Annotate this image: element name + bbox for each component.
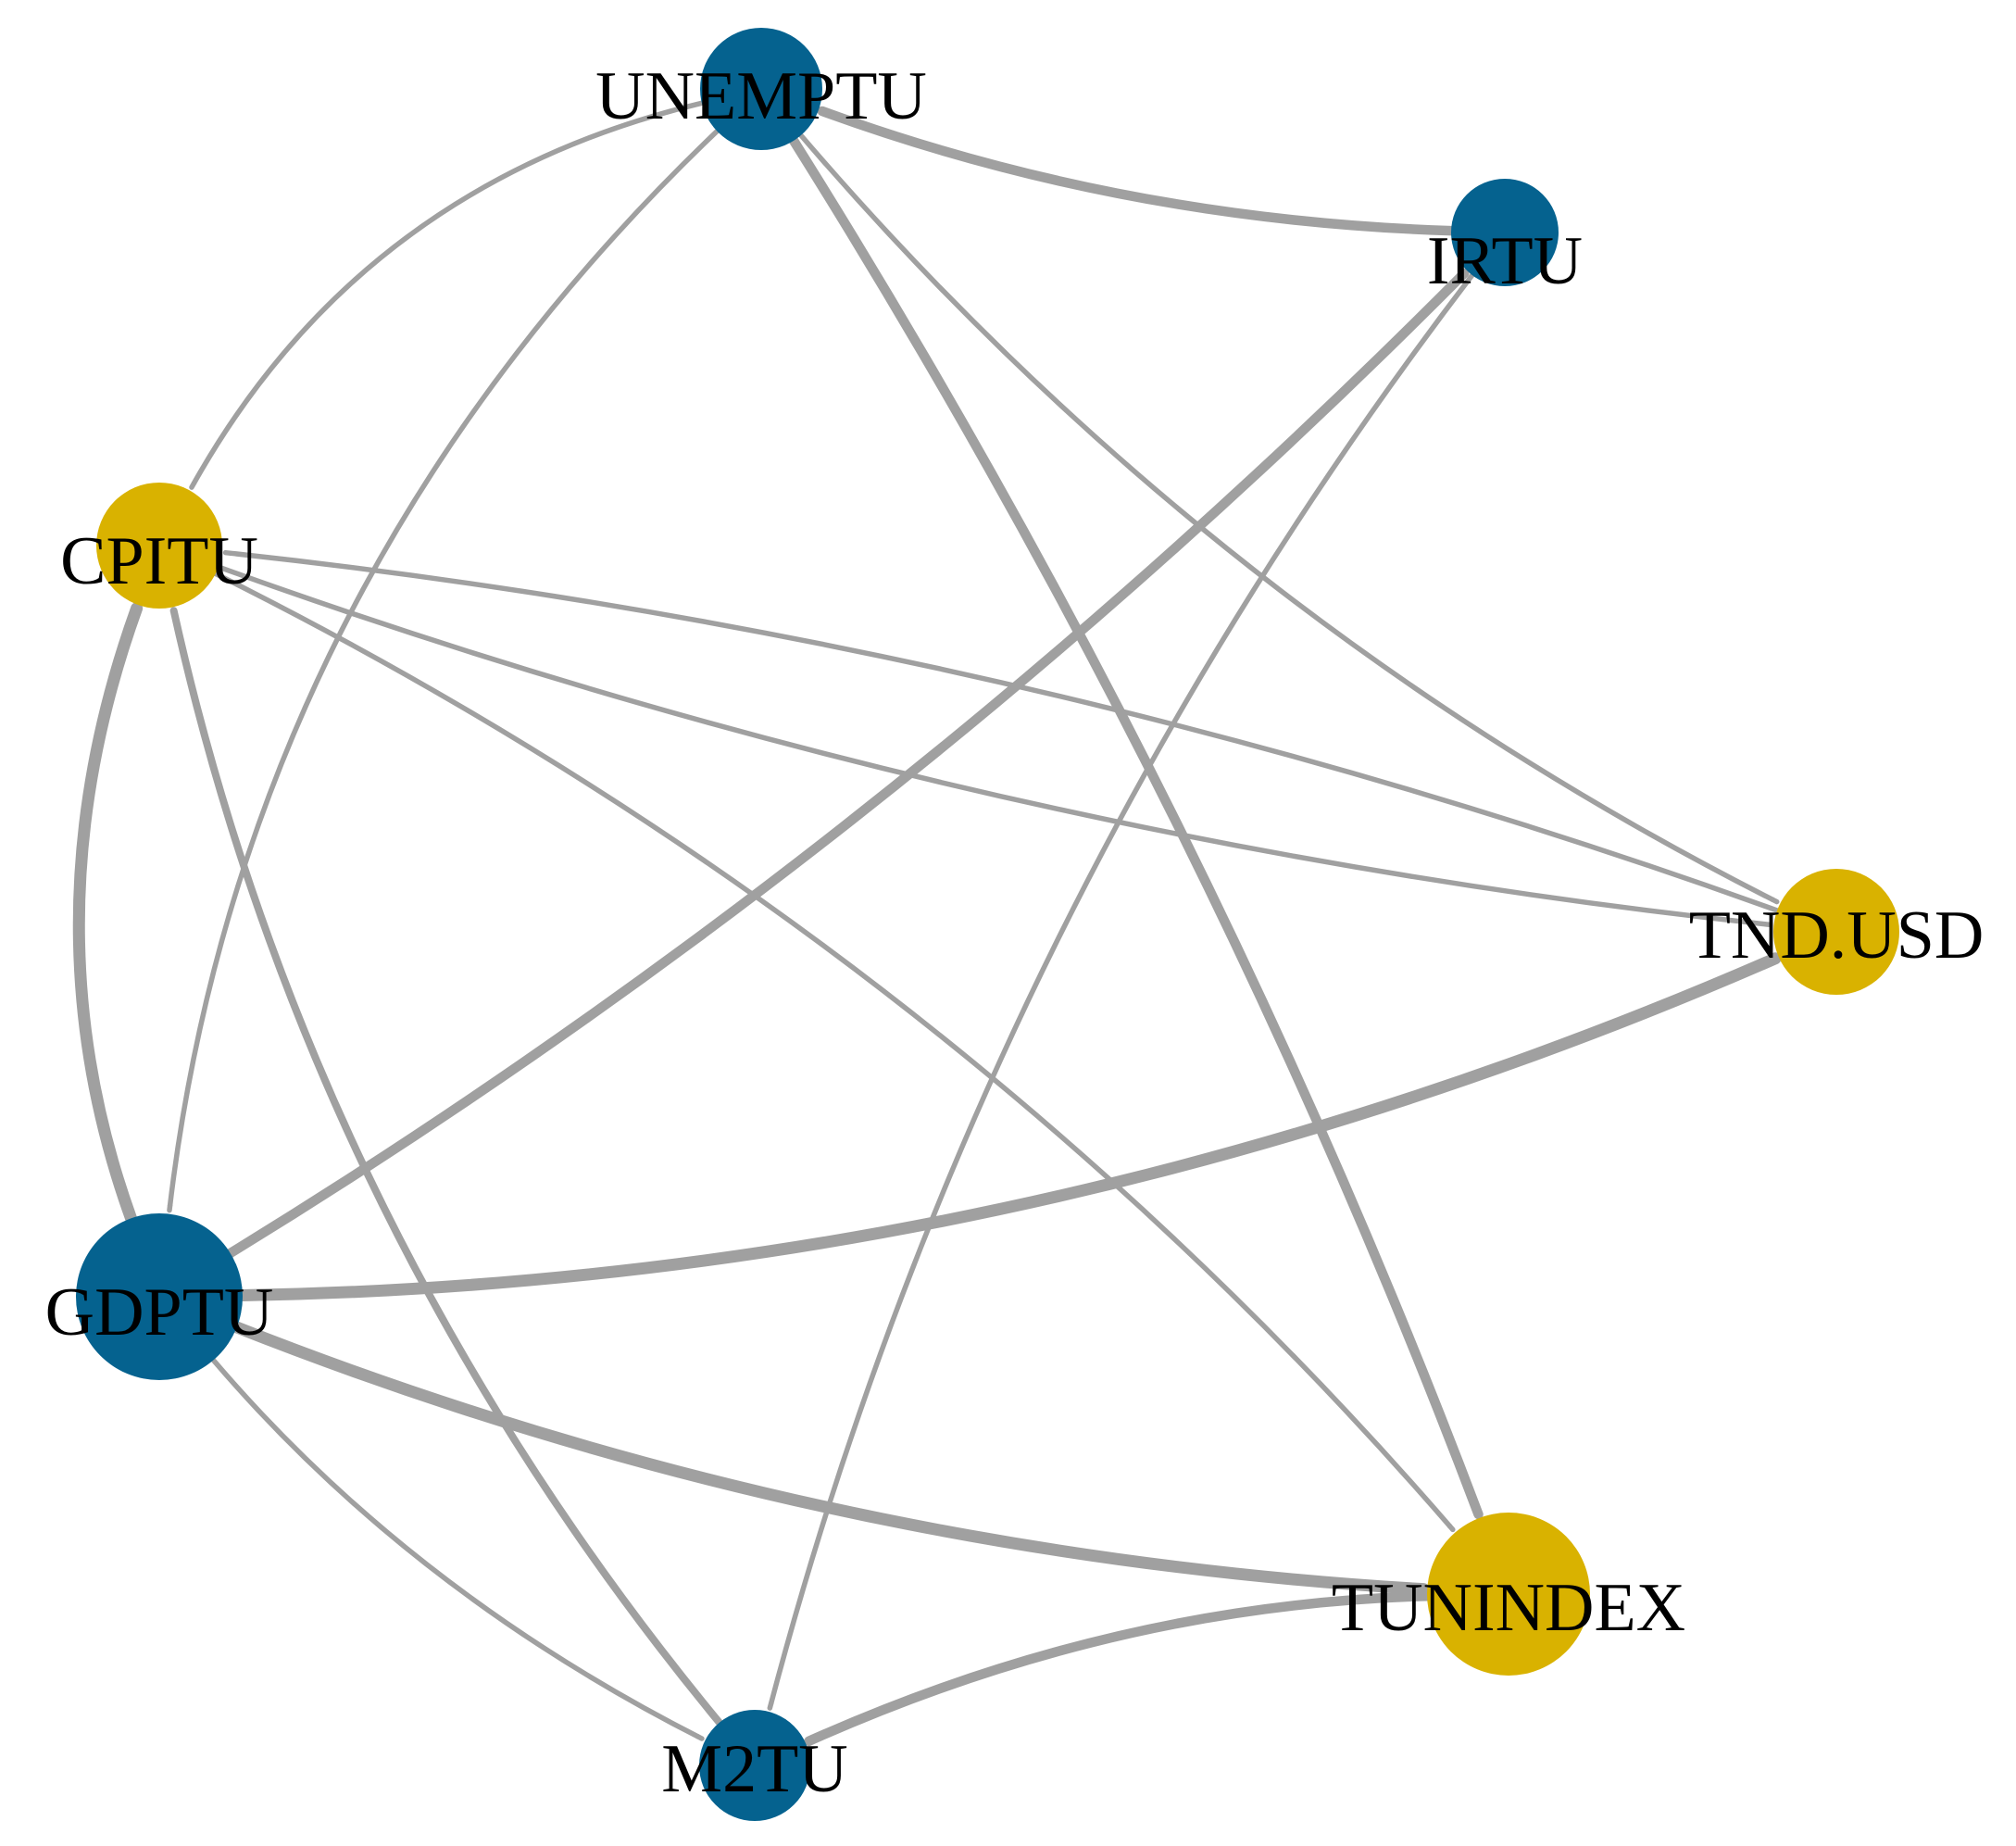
edge-irtu-to-m2tu xyxy=(767,272,1475,1711)
node-m2tu xyxy=(699,1710,810,1821)
edge-m2tu-to-cpitu xyxy=(169,607,723,1727)
edge-gdptu-to-tunindex xyxy=(231,1321,1430,1596)
node-label-unemptu: UNEMPTU xyxy=(595,58,927,134)
edge-tnd-usd-to-cpitu xyxy=(222,549,1780,913)
node-tnd-usd xyxy=(1773,869,1899,995)
edges-layer xyxy=(72,100,1782,1747)
node-gdptu xyxy=(76,1213,243,1380)
node-label-irtu: IRTU xyxy=(1427,223,1583,299)
node-tunindex xyxy=(1427,1513,1590,1676)
edge-gdptu-to-irtu xyxy=(225,268,1470,1259)
edge-cpitu-to-tnd-usd xyxy=(216,564,1773,928)
node-label-tnd-usd: TND.USD xyxy=(1689,898,1985,973)
edge-cpitu-to-tunindex xyxy=(213,571,1456,1533)
edge-gdptu-to-cpitu xyxy=(72,602,144,1224)
node-label-tunindex: TUNINDEX xyxy=(1332,1570,1685,1646)
edge-unemptu-to-cpitu xyxy=(189,100,705,490)
edge-tunindex-to-m2tu xyxy=(804,1591,1433,1747)
node-label-m2tu: M2TU xyxy=(661,1731,847,1807)
node-label-gdptu: GDPTU xyxy=(45,1275,274,1350)
edge-gdptu-to-m2tu xyxy=(210,1357,705,1741)
node-label-cpitu: CPITU xyxy=(60,523,258,599)
edge-irtu-to-unemptu xyxy=(817,106,1457,236)
edge-unemptu-to-tnd-usd xyxy=(798,132,1780,905)
node-unemptu xyxy=(700,28,822,150)
labels-layer: UNEMPTU IRTU CPITU TND.USD GDPTU TUNINDEX M2TU xyxy=(45,58,1985,1807)
edge-gdptu-to-tnd-usd xyxy=(236,952,1782,1301)
edge-unemptu-to-gdptu xyxy=(167,128,720,1213)
node-cpitu xyxy=(96,483,222,609)
edge-unemptu-to-tunindex xyxy=(788,135,1484,1520)
nodes-layer xyxy=(76,28,1899,1821)
node-irtu xyxy=(1451,179,1559,286)
